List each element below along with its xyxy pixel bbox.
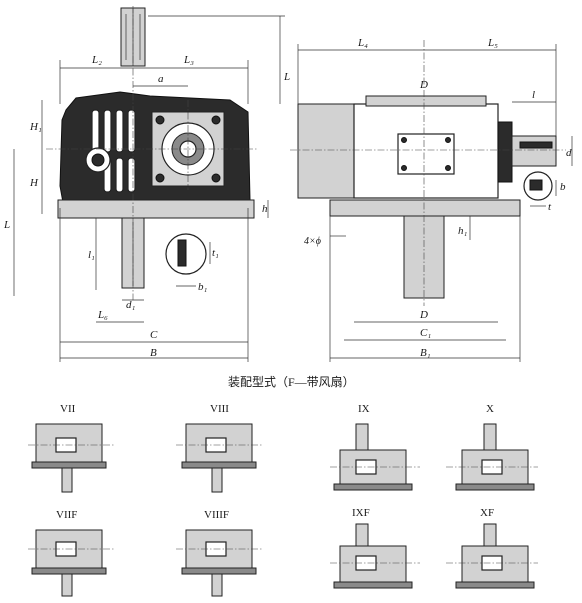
motor-body xyxy=(297,103,355,199)
label-L-left: L xyxy=(3,219,10,231)
variant-label: X xyxy=(486,403,494,415)
variant-label: XF xyxy=(480,507,494,519)
variant-VIIIF: VIIIF xyxy=(176,509,262,597)
base-plate xyxy=(57,199,255,219)
label-L-right: L xyxy=(283,71,290,83)
label-C: C xyxy=(150,329,158,341)
label-B: B xyxy=(150,347,157,359)
label-a: a xyxy=(158,73,164,85)
label-C1: C₁ xyxy=(420,327,431,339)
side-base xyxy=(329,199,521,217)
side-shaft xyxy=(511,135,557,167)
label-L5: L₅ xyxy=(487,37,498,49)
label-d: d xyxy=(566,147,572,159)
label-t1: t₁ xyxy=(212,247,219,259)
label-d1: d₁ xyxy=(126,299,136,311)
variant-XF: XF xyxy=(446,507,538,589)
label-l: l xyxy=(532,89,535,101)
label-h1: h₁ xyxy=(458,225,468,237)
label-l1: l₁ xyxy=(88,249,95,261)
variant-VIII: VIII xyxy=(176,403,262,493)
variant-label: IX xyxy=(358,403,370,415)
label-b: b xyxy=(560,181,566,193)
variant-label: VIIF xyxy=(56,509,77,521)
label-h: h xyxy=(262,203,268,215)
label-H1: H₁ xyxy=(29,121,42,133)
label-b1: b₁ xyxy=(198,281,208,293)
variant-label: IXF xyxy=(352,507,370,519)
side-view: L₄ L₅ D l d b t h₁ 4×ϕ D C₁ B₁ xyxy=(290,37,573,362)
variant-VIIF: VIIF xyxy=(28,509,114,597)
label-D-top: D xyxy=(419,79,428,91)
assembly-caption: 装配型式（F—带风扇） xyxy=(228,374,355,389)
variant-label: VIIIF xyxy=(204,509,229,521)
variant-VII: VII xyxy=(28,403,114,493)
variant-label: VIII xyxy=(210,403,229,415)
label-L4: L₄ xyxy=(357,37,368,49)
front-view: L₂ L₃ a L H₁ H L h l₁ t₁ b₁ d₁ L₆ C B xyxy=(3,6,290,362)
label-D-bottom: D xyxy=(419,309,428,321)
variant-label: VII xyxy=(60,403,76,415)
nameplate xyxy=(397,133,455,175)
variant-X: X xyxy=(446,403,538,491)
variant-IXF: IXF xyxy=(330,507,420,589)
label-L6: L₆ xyxy=(97,309,108,321)
label-t: t xyxy=(548,201,552,213)
label-L3: L₃ xyxy=(183,54,194,66)
variant-IX: IX xyxy=(330,403,420,491)
label-H: H xyxy=(29,177,39,189)
label-L2: L₂ xyxy=(91,54,102,66)
label-B1: B₁ xyxy=(420,347,431,359)
label-4phi: 4×ϕ xyxy=(304,236,321,247)
